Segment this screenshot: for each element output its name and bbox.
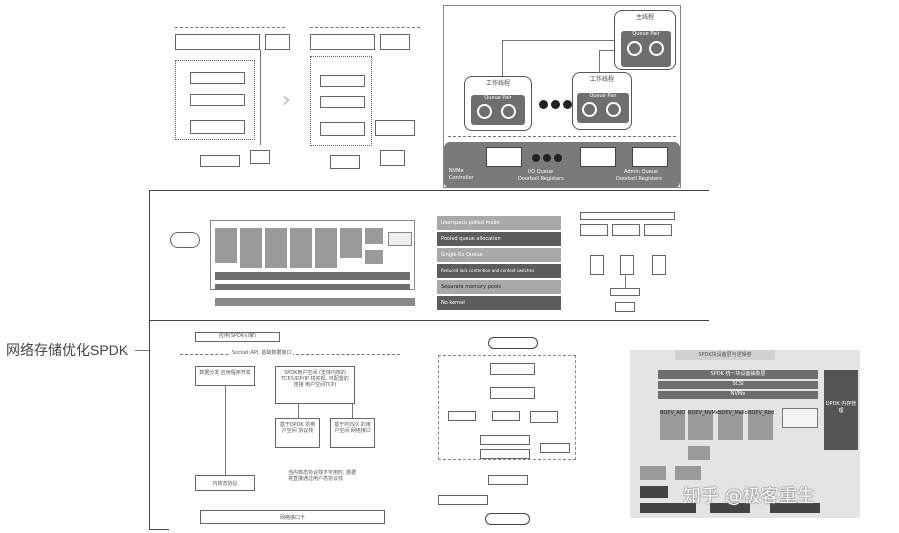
watermark-text: 知乎 @极客重生 [683,486,815,507]
queue-pair-2: Queue Pair [577,93,629,123]
bdev-bar-2: SCSI [658,381,818,389]
queue-pair-admin: Queue Pair [621,31,671,67]
feature-row: Single-Rx Queue [437,248,561,262]
queue-pair-1: Queue Pair [471,95,525,125]
feature-row: Userspace polled mode [437,216,561,230]
dpdk-stack-box: 基于DPDK 的用户空间 协议栈 [275,418,320,448]
socket-flowchart [430,335,580,530]
kernel-fallback-box: 内核态协议 [195,475,255,491]
main-thread-label: 主线程 [635,14,654,21]
socket-flow-diagram: 应用(SPDK引擎) Socket API, 基础数据接口 数据分发 应用程序开… [170,330,410,530]
user-stack-box: SPDK用户空间 (支持内核的TCP/UDP/IP 栈实现, 可配置的连接 用户… [275,366,355,404]
feature-row: No kernel [437,296,561,310]
bdev-bar-1: SPDK 统一块设备抽象层 [658,370,818,379]
feature-row: Reduced lock contention and context swit… [437,264,561,278]
feature-list: Userspace polled mode Pooled queue alloc… [437,216,561,312]
app-dist-box: 数据分发 应用程序开发 [195,366,255,386]
bdev-module: BDEV_AIO [660,410,685,440]
feature-row: Separate memory pools [437,280,561,294]
socket-api-label: Socket API, 基础数据接口 [230,350,294,356]
stack-comparison-diagram: › [170,20,425,180]
spdk-architecture-diagram [170,210,420,310]
bdev-module: BDEV_Malloc [718,410,750,440]
bdev-side: DPDK 内存管理 [824,370,858,450]
nvme-controller-panel: NVMe Controller I/O Queue Doorbell Regis… [444,142,680,188]
bdev-bar-3: NVMe [658,391,818,399]
tree-branch-bottom [149,529,169,530]
feature-row: Pooled queue allocation [437,232,561,246]
flow-note: 当内核态协议栈不可用时, 数据将直接通过用户态协议栈 [288,470,357,482]
root-label: 网络存储优化SPDK [6,342,129,358]
posix-stack-box: 基于POSIX 的用户空间 网络接口 [330,418,375,448]
bdev-title: SPDK块设备层与逻辑卷 [675,350,775,360]
tree-branch-mid [149,320,709,321]
bdev-module: BDEV_Rbd [748,410,774,440]
tree-bracket-lower [149,190,155,530]
main-thread-box: 主线程 Queue Pair [614,10,676,70]
multicore-diagram [570,200,680,315]
worker-thread-2-box: 工作线程 Queue Pair [572,72,632,130]
nvme-queue-diagram: 主线程 Queue Pair 工作线程 Queue Pair 工作线程 Queu… [443,5,681,188]
root-connector [135,350,149,351]
tree-branch-top [149,190,709,191]
nic-footer-box: 网络接口卡 [200,510,385,524]
bdev-module: BDEV_NVMe [688,410,719,440]
worker-thread-1-box: 工作线程 Queue Pair [464,76,532,131]
app-header-box: 应用(SPDK引擎) [195,332,280,342]
bdev-diagram: SPDK块设备层与逻辑卷 SPDK 统一块设备抽象层 SCSI NVMe DPD… [630,350,860,518]
